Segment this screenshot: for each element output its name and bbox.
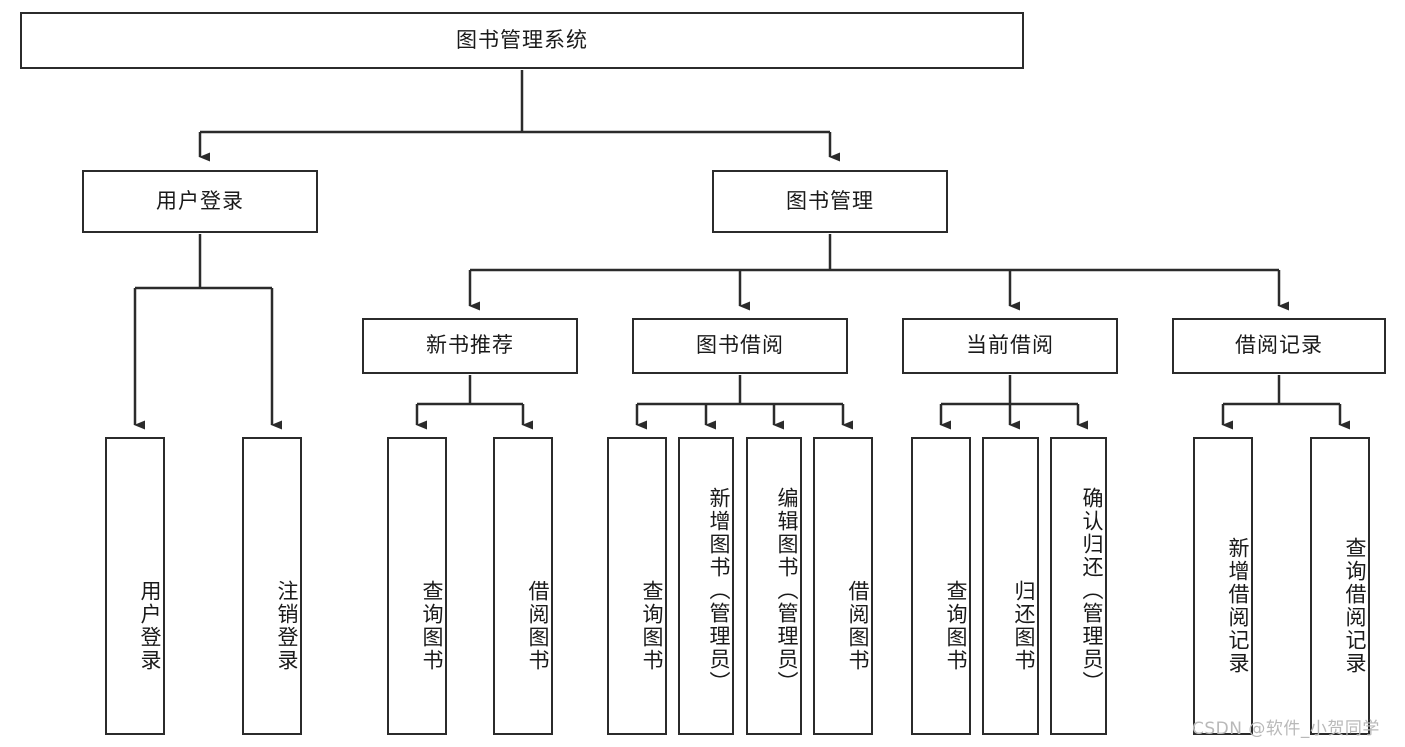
node-label: 用户登录 — [138, 580, 162, 672]
node-book-borrow[interactable]: 图书借阅 — [632, 318, 848, 374]
node-book-management[interactable]: 图书管理 — [712, 170, 948, 233]
leaf-borrow-record-query-record[interactable]: 查询借阅记录 — [1310, 437, 1370, 735]
node-label: 图书管理系统 — [456, 27, 588, 52]
leaf-new-book-borrow-book[interactable]: 借阅图书 — [493, 437, 553, 735]
node-label: 查询借阅记录 — [1343, 537, 1367, 675]
node-label: 查询图书 — [944, 580, 968, 672]
node-label: 新增图书（管理员） — [707, 486, 731, 694]
node-label: 查询图书 — [420, 580, 444, 672]
node-label: 确认归还（管理员） — [1080, 486, 1104, 694]
leaf-book-borrow-add-book-admin[interactable]: 新增图书（管理员） — [678, 437, 734, 735]
node-label: 图书借阅 — [696, 333, 784, 358]
node-label: 用户登录 — [156, 188, 244, 213]
leaf-new-book-query-book[interactable]: 查询图书 — [387, 437, 447, 735]
leaf-book-borrow-borrow-book[interactable]: 借阅图书 — [813, 437, 873, 735]
node-label: 归还图书 — [1012, 580, 1036, 672]
node-root-book-management-system[interactable]: 图书管理系统 — [20, 12, 1024, 69]
leaf-user-login-logout[interactable]: 注销登录 — [242, 437, 302, 735]
node-label: 当前借阅 — [966, 333, 1054, 358]
leaf-current-borrow-return-book[interactable]: 归还图书 — [982, 437, 1039, 735]
leaf-current-borrow-query-book[interactable]: 查询图书 — [911, 437, 971, 735]
node-label: 新书推荐 — [426, 333, 514, 358]
node-user-login[interactable]: 用户登录 — [82, 170, 318, 233]
node-label: 借阅图书 — [846, 580, 870, 672]
node-label: 新增借阅记录 — [1226, 537, 1250, 675]
leaf-current-borrow-confirm-return-admin[interactable]: 确认归还（管理员） — [1050, 437, 1107, 735]
node-new-book-recommend[interactable]: 新书推荐 — [362, 318, 578, 374]
node-label: 图书管理 — [786, 188, 874, 213]
leaf-book-borrow-query-book[interactable]: 查询图书 — [607, 437, 667, 735]
node-borrow-record[interactable]: 借阅记录 — [1172, 318, 1386, 374]
leaf-borrow-record-add-record[interactable]: 新增借阅记录 — [1193, 437, 1253, 735]
leaf-book-borrow-edit-book-admin[interactable]: 编辑图书（管理员） — [746, 437, 802, 735]
csdn-watermark: CSDN @软件_小贺同学 — [1192, 719, 1380, 739]
node-label: 借阅记录 — [1235, 333, 1323, 358]
leaf-user-login-login[interactable]: 用户登录 — [105, 437, 165, 735]
node-label: 借阅图书 — [526, 580, 550, 672]
node-label: 编辑图书（管理员） — [775, 486, 799, 694]
node-label: 注销登录 — [275, 580, 299, 672]
node-current-borrow[interactable]: 当前借阅 — [902, 318, 1118, 374]
node-label: 查询图书 — [640, 580, 664, 672]
